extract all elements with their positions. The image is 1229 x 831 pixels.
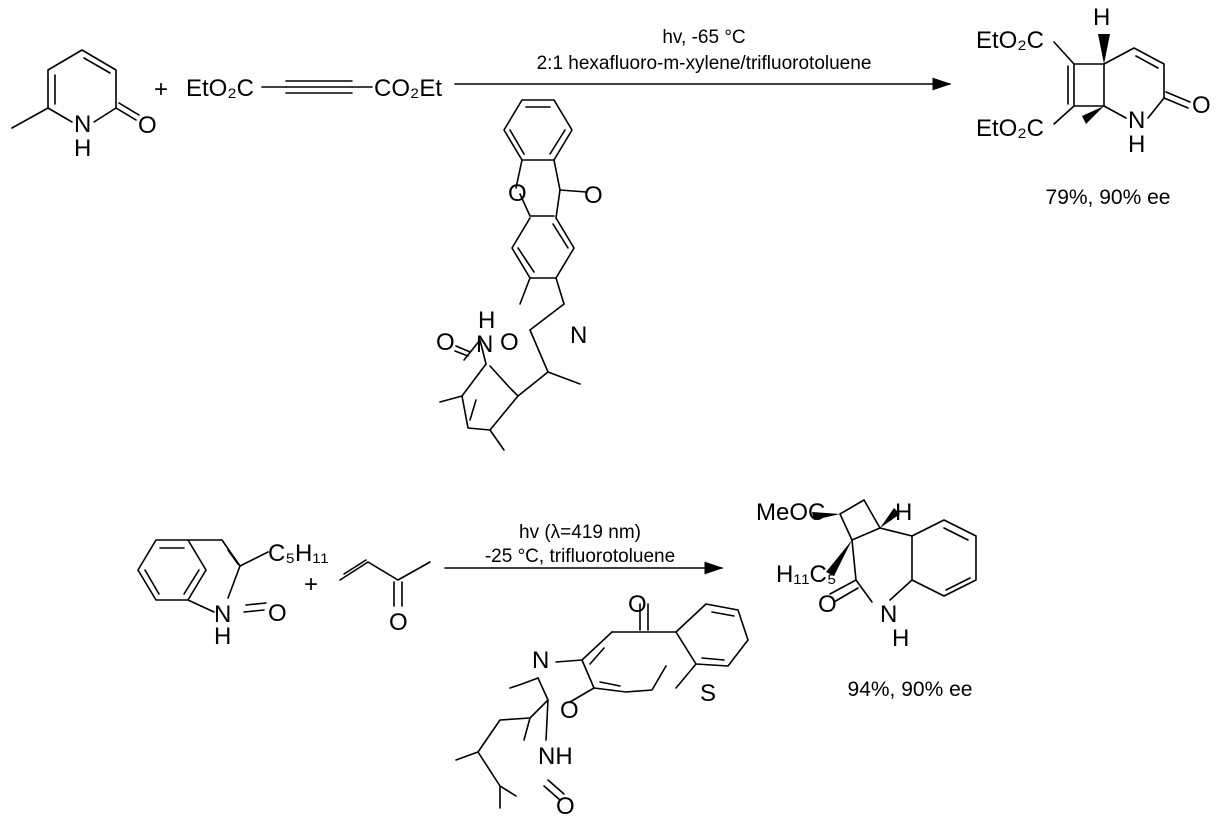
product1-nh-atom: H bbox=[1128, 131, 1145, 158]
product2-alkyl: H₁₁C₅ bbox=[776, 561, 837, 588]
reactant3-h-atom: H bbox=[214, 623, 231, 650]
catalyst2-amide-nh: NH bbox=[538, 743, 573, 770]
catalyst2-sulfur: S bbox=[700, 680, 716, 707]
catalyst1-ketone-o: O bbox=[584, 182, 603, 209]
catalyst2-amide-o: O bbox=[556, 793, 575, 820]
mvk-o-atom: O bbox=[389, 609, 408, 636]
product1-ester-top: EtO₂C bbox=[976, 27, 1044, 54]
catalyst1-amide-h: H bbox=[478, 307, 495, 334]
catalyst2-ketone-o: O bbox=[628, 591, 647, 618]
product2-o-atom: O bbox=[818, 591, 837, 618]
reaction2-condition-2: -25 °C, trifluorotoluene bbox=[485, 546, 675, 567]
reaction1-arrow: hv, -65 °C 2:1 hexafluoro-m-xylene/trifl… bbox=[454, 27, 952, 91]
product2-n-atom: N bbox=[880, 601, 897, 628]
catalyst1-ring-o: O bbox=[508, 180, 527, 207]
reactant1-o-atom: O bbox=[138, 112, 157, 139]
reactant3-substituent: C₅H₁₁ bbox=[268, 540, 329, 567]
reaction1-condition-1: hv, -65 °C bbox=[662, 27, 745, 48]
reaction1-catalyst: O O O N H N O bbox=[436, 99, 603, 451]
reaction1-condition-2: 2:1 hexafluoro-m-xylene/trifluorotoluene bbox=[537, 53, 872, 74]
reactant3-n-atom: N bbox=[214, 601, 231, 628]
product2-nh-atom: H bbox=[892, 625, 909, 652]
reaction2-reactant-mvk: O bbox=[339, 559, 431, 636]
reactant1-n-atom: N bbox=[74, 111, 91, 138]
reaction1-plus: + bbox=[154, 76, 168, 103]
product1-ester-bottom: EtO₂C bbox=[976, 115, 1044, 142]
catalyst2-oxazole-o: O bbox=[560, 697, 579, 724]
reactant1-h-atom: H bbox=[74, 135, 91, 162]
catalyst1-oxazole-o: O bbox=[500, 329, 519, 356]
reaction2-reactant-quinolinone: C₅H₁₁ N H O bbox=[137, 539, 329, 650]
reactant3-o-atom: O bbox=[268, 600, 287, 627]
reaction2-product: MeOC H H₁₁C₅ O N H bbox=[756, 499, 977, 652]
product1-h-atom: H bbox=[1093, 4, 1110, 31]
catalyst1-amide-o: O bbox=[436, 329, 455, 356]
alkyne-left-ester: EtO₂C bbox=[186, 75, 254, 102]
product2-h-atom: H bbox=[895, 499, 912, 526]
reaction2-condition-1: hv (λ=419 nm) bbox=[519, 522, 641, 543]
product1-o-atom: O bbox=[1192, 92, 1211, 119]
reaction2-catalyst: O S N O NH O bbox=[455, 591, 749, 820]
alkyne-right-ester: CO₂Et bbox=[374, 75, 442, 102]
reaction2-yield: 94%, 90% ee bbox=[848, 678, 973, 701]
catalyst1-amide-n: N bbox=[476, 331, 493, 358]
reaction1-product: EtO₂C EtO₂C H N H O bbox=[976, 4, 1211, 158]
reaction2-plus: + bbox=[304, 571, 318, 598]
reaction1-yield: 79%, 90% ee bbox=[1046, 186, 1171, 209]
catalyst2-oxazole-n: N bbox=[532, 647, 549, 674]
product1-n-atom: N bbox=[1128, 107, 1145, 134]
reaction2-arrow: hv (λ=419 nm) -25 °C, trifluorotoluene bbox=[444, 522, 724, 575]
reaction1-reactant-pyridone: N H O bbox=[11, 49, 157, 162]
catalyst1-oxazole-n: N bbox=[570, 322, 587, 349]
reaction1-reactant-alkyne: EtO₂C CO₂Et bbox=[186, 75, 442, 102]
